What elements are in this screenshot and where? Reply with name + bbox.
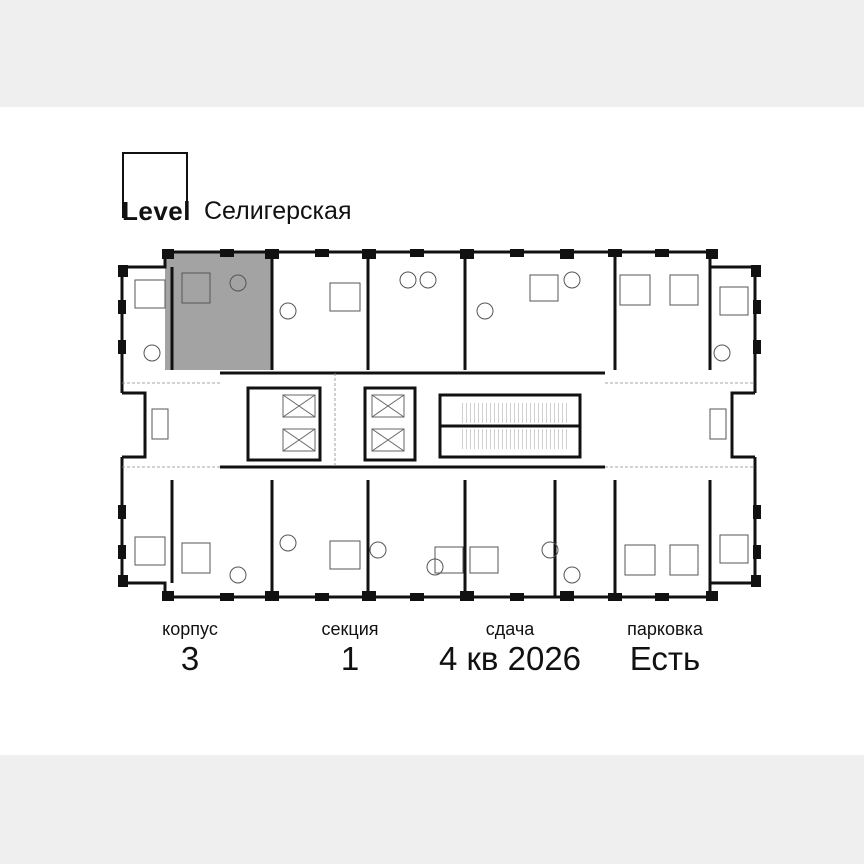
info-completion: сдача 4 кв 2026	[415, 618, 605, 678]
info-label: секция	[321, 619, 379, 639]
floor-plan	[118, 249, 761, 601]
info-label: сдача	[485, 619, 535, 639]
info-value: 1	[340, 640, 360, 677]
info-section: секция 1	[290, 618, 410, 678]
info-value: Есть	[629, 640, 701, 677]
project-name: Селигерская	[204, 197, 352, 225]
info-value: 4 кв 2026	[438, 640, 582, 677]
info-value: 3	[180, 640, 200, 677]
info-parking: парковка Есть	[600, 618, 730, 678]
info-label: корпус	[162, 619, 218, 639]
logo-word: Level	[122, 196, 191, 226]
logo-frame-icon	[122, 152, 188, 218]
info-label: парковка	[627, 619, 703, 639]
highlighted-apartment	[165, 252, 272, 370]
info-building: корпус 3	[130, 618, 250, 678]
